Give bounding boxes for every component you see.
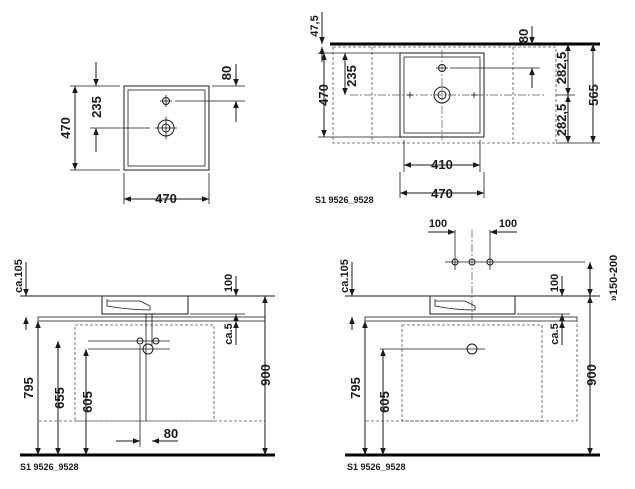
dim-offset-80: 80 xyxy=(219,66,234,80)
elevation-right: 100 100 ca.105 100 ca.5 795 xyxy=(339,218,620,472)
dim-795: 795 xyxy=(21,377,36,399)
dim-900: 900 xyxy=(584,364,599,386)
dim-80: 80 xyxy=(164,426,178,441)
dim-282-5-lower: 282,5 xyxy=(554,104,569,137)
basin-profile xyxy=(429,296,516,315)
dim-100: 100 xyxy=(549,274,561,292)
top-view-small: 470 235 80 470 xyxy=(58,62,245,206)
top-view-large: 47,5 470 235 80 282,5 282,5 565 410 xyxy=(309,12,601,205)
dim-605: 605 xyxy=(80,391,95,413)
dim-half-235: 235 xyxy=(89,96,104,118)
dim-ca-105: ca.105 xyxy=(339,259,351,293)
dim-47-5: 47,5 xyxy=(309,15,321,36)
dim-inner-410: 410 xyxy=(431,157,453,172)
dim-spacing-left-100: 100 xyxy=(429,218,447,230)
dim-offset-80: 80 xyxy=(516,29,531,43)
dim-range-150-200: »150-200 xyxy=(608,255,620,302)
cabinet-outline xyxy=(364,320,578,422)
dim-total-565: 565 xyxy=(586,84,601,106)
dim-half-235: 235 xyxy=(344,65,359,87)
elevation-left: ca.105 100 ca.5 795 655 605 900 80 S1 95… xyxy=(13,259,275,472)
dim-900: 900 xyxy=(258,364,273,386)
dim-ca-5: ca.5 xyxy=(223,323,235,344)
dim-height-470: 470 xyxy=(316,84,331,106)
caption: S1 9526_9528 xyxy=(347,462,406,472)
dim-width-470: 470 xyxy=(155,191,177,206)
dim-ca-105: ca.105 xyxy=(13,259,25,293)
dim-width-470: 470 xyxy=(431,186,453,201)
drain-icon xyxy=(433,86,451,104)
dim-height-470: 470 xyxy=(58,117,73,139)
dim-795: 795 xyxy=(348,377,363,399)
dim-ca-5: ca.5 xyxy=(549,323,561,344)
dim-spacing-right-100: 100 xyxy=(499,218,517,230)
caption: S1 9526_9528 xyxy=(20,462,79,472)
dim-655: 655 xyxy=(52,387,67,409)
dim-100: 100 xyxy=(223,274,235,292)
basin-profile xyxy=(101,296,189,315)
caption: S1 9526_9528 xyxy=(315,195,374,205)
dim-605: 605 xyxy=(377,391,392,413)
dim-282-5-upper: 282,5 xyxy=(554,52,569,85)
